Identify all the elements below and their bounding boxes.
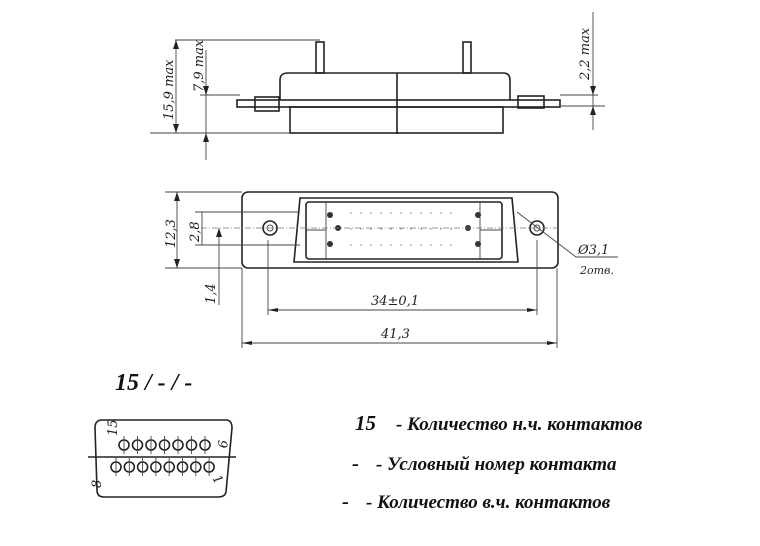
legend-text: - Количество в.ч. контактов [366, 492, 611, 513]
flange-nut-right [517, 95, 545, 109]
legend-code: - [342, 489, 349, 513]
dim-offset: 1,4 [204, 283, 219, 304]
dim-lower-height: 7,9 max [192, 39, 207, 92]
legend-code: 15 [355, 411, 376, 435]
insulator [305, 201, 503, 260]
dim-hole-spacing: 34±0,1 [371, 294, 419, 309]
dim-flange-thickness: 2,2 max [578, 27, 593, 81]
dim-hole-count: 2отв. [579, 264, 614, 277]
legend-text: - Количество н.ч. контактов [396, 414, 643, 435]
flange-outline [241, 191, 559, 269]
pin-label-1: 1 [209, 473, 226, 488]
pin-label-8: 8 [90, 480, 105, 488]
pinout-diagram: 15 9 8 1 [88, 419, 236, 498]
pin-label-15: 15 [106, 419, 121, 436]
legend-text: - Условный номер контакта [376, 454, 617, 475]
dim-overall-length: 41,3 [380, 327, 410, 342]
mounting-hole-left [262, 220, 278, 236]
flange-nut-left [254, 96, 280, 112]
designation: 15 / - / - [115, 370, 192, 396]
legend: 15 - Количество н.ч. контактов - - Услов… [342, 411, 643, 513]
dim-total-height: 15,9 max [162, 59, 177, 120]
dim-width-height: 12,3 [164, 219, 179, 248]
pin-label-9: 9 [214, 440, 229, 448]
guide-pin-left [315, 41, 325, 74]
flange [236, 99, 561, 108]
dim-hole-diameter: Ø3,1 [577, 243, 609, 258]
pinout-outline [94, 419, 233, 498]
dim-row-pitch: 2,8 [188, 221, 203, 243]
front-view: 12,3 2,8 1,4 34±0,1 41,3 Ø3,1 2отв. [164, 191, 618, 348]
guide-pin-right [462, 41, 472, 74]
upper-body [279, 72, 511, 100]
shell-outline [293, 197, 519, 263]
legend-code: - [352, 451, 359, 475]
side-view: 15,9 max 7,9 max 2,2 max [150, 12, 605, 160]
